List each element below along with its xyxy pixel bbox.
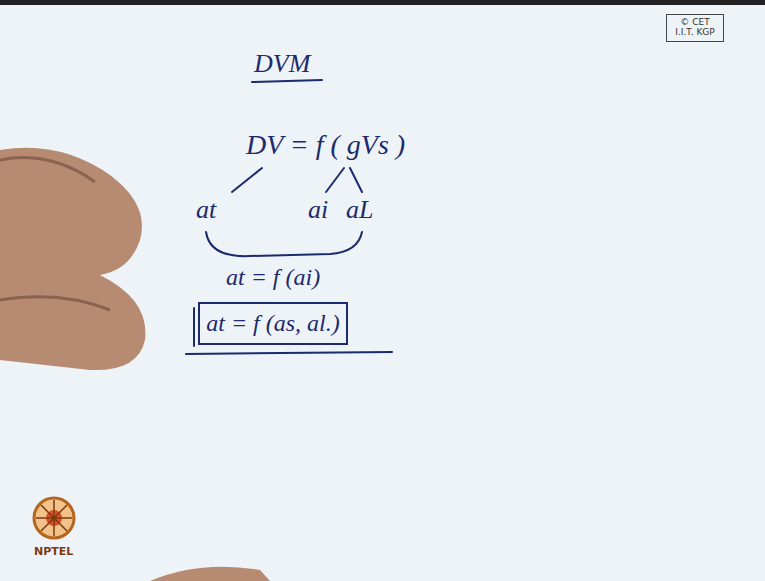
title-underline	[252, 80, 322, 82]
variable-label: at	[196, 196, 216, 225]
box-underline	[186, 352, 392, 354]
link-curve	[206, 232, 362, 256]
variable-label: ai	[308, 196, 328, 225]
nptel-logo	[34, 498, 74, 538]
equation-text: DV = f ( gVs )	[246, 130, 405, 161]
equation-text: at = f (ai)	[226, 264, 320, 290]
node-text: © CET I.I.T. KGP	[670, 18, 720, 38]
tick-mark	[193, 308, 195, 346]
copyright-stamp: © CET I.I.T. KGP	[666, 14, 724, 42]
top-edge	[0, 0, 765, 5]
node-text: at = f (as, al.)	[206, 310, 340, 336]
slide-title: DVM	[254, 50, 310, 79]
branch-line	[232, 168, 262, 192]
hand-overlay	[0, 148, 270, 581]
branch-line	[350, 168, 362, 192]
branch-line	[326, 168, 344, 192]
boxed-equation: at = f (as, al.)	[198, 302, 348, 345]
variable-label: aL	[346, 196, 373, 225]
logo-text: NPTEL	[34, 546, 73, 558]
